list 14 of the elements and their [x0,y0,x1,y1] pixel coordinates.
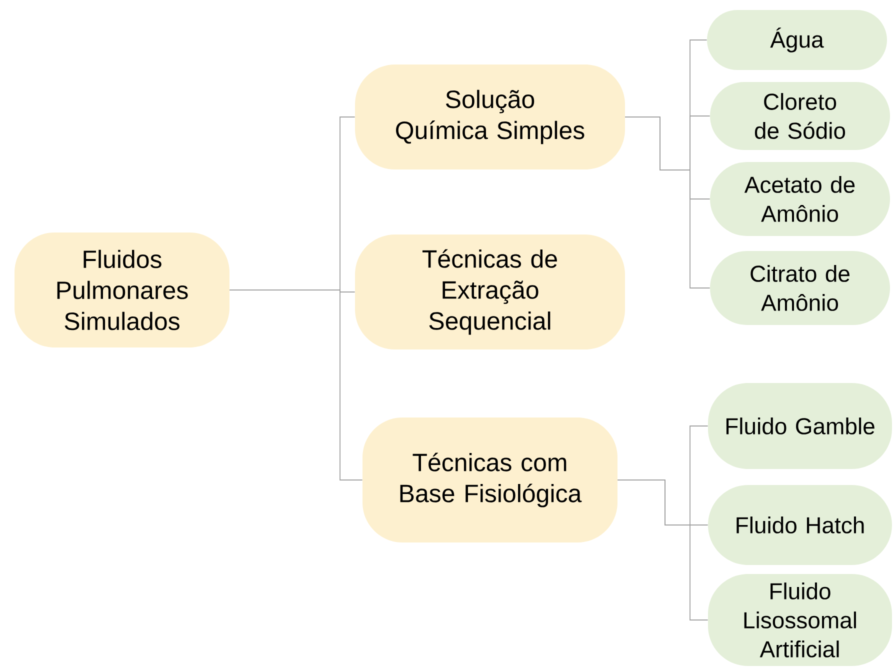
connector-line [229,290,363,480]
topic-box: Fluidos Pulmonares Simulados [14,232,230,348]
item-box: Citrato de Amônio [710,251,890,325]
category-box: Solução Química Simples [355,64,625,170]
item-box: Água [707,10,887,70]
item-box: Fluido Gamble [708,383,892,469]
item-box: Cloreto de Sódio [710,82,890,150]
item-box: Fluido Hatch [708,485,892,565]
category-box: Técnicas de Extração Sequencial [355,234,625,350]
category-box: Técnicas com Base Fisiológica [362,418,618,542]
connector-line [624,116,710,288]
item-box: Fluido Lisossomal Artificial [708,574,892,666]
item-box: Acetato de Amônio [710,162,890,236]
connector-line [617,480,708,620]
